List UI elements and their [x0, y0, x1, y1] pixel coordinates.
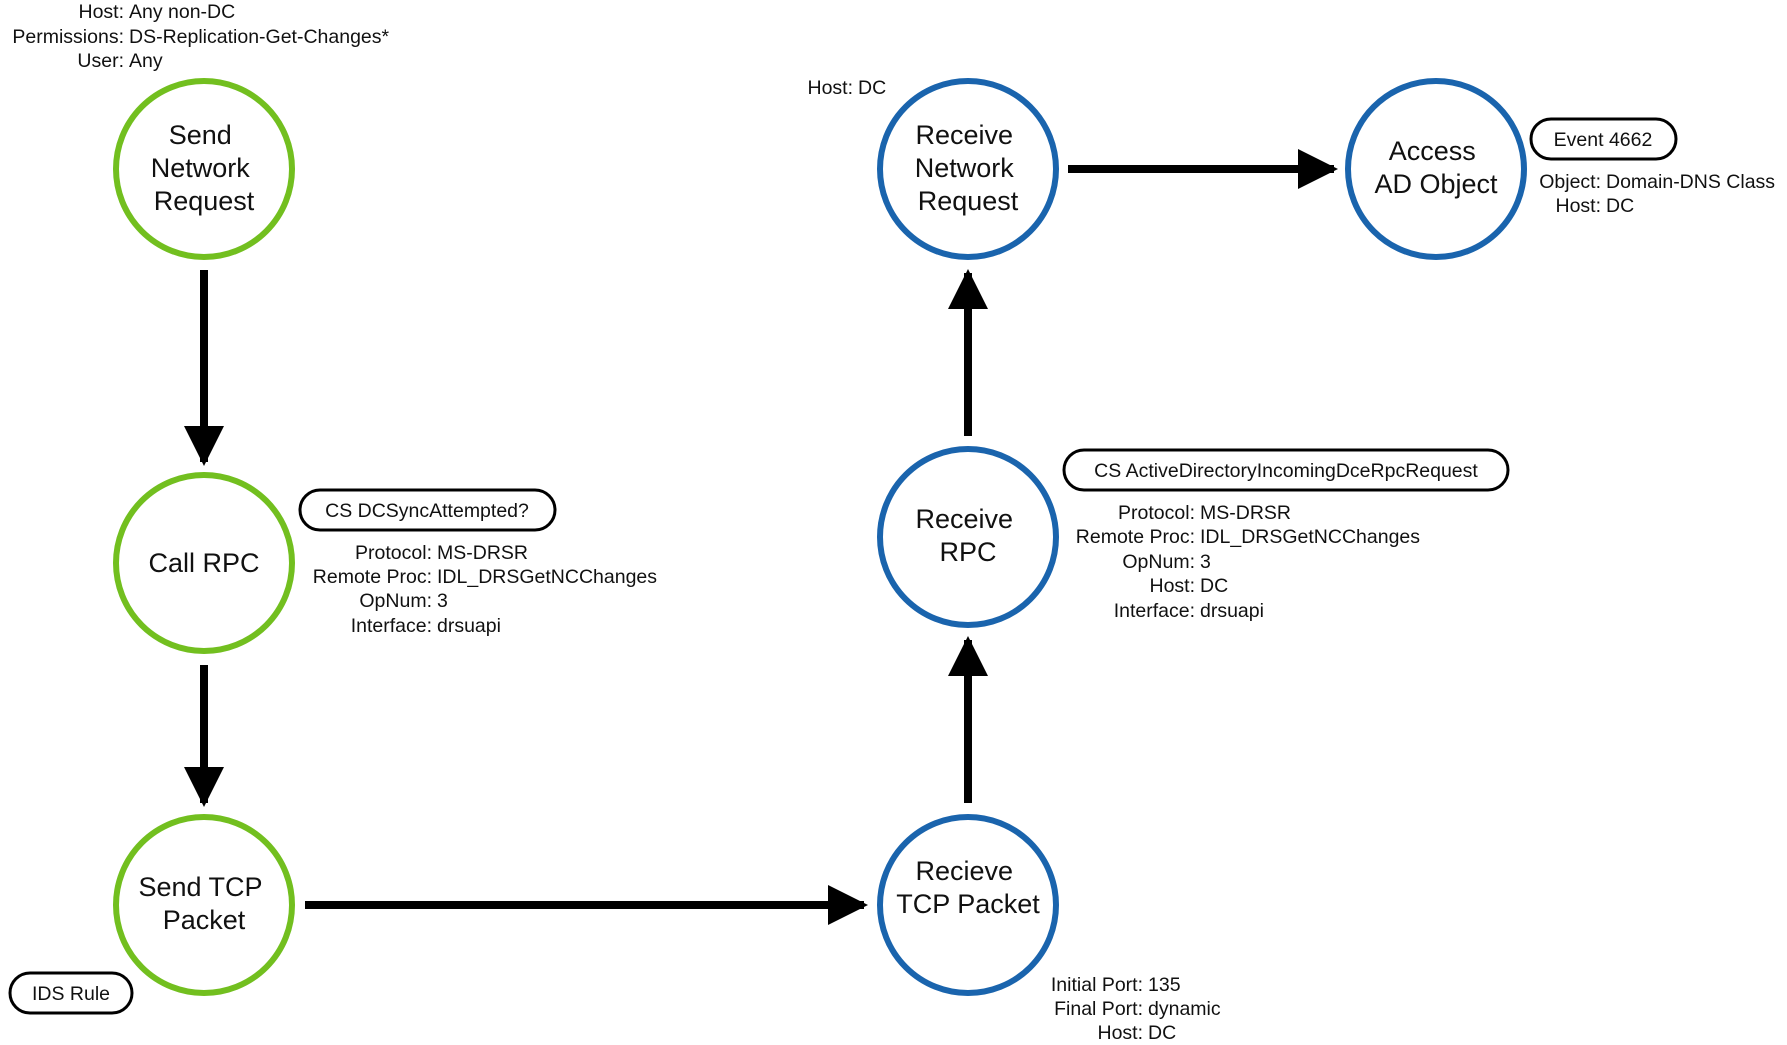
- annotation-value: Domain-DNS Class: [1606, 171, 1775, 193]
- node-label-line: Recieve: [915, 856, 1013, 886]
- tag-text: CS ActiveDirectoryIncomingDceRpcRequest: [1094, 460, 1478, 482]
- annotation-key: Host:: [807, 77, 853, 99]
- node-label-line: Request: [918, 186, 1019, 216]
- annotation-key: OpNum:: [359, 590, 432, 612]
- annotation-value: DC: [1148, 1022, 1176, 1044]
- annotation-key: Interface:: [1114, 600, 1195, 622]
- tag-text: Event 4662: [1554, 129, 1653, 151]
- annotation-key: Initial Port:: [1051, 974, 1143, 996]
- annotation-key: Permissions:: [12, 26, 124, 48]
- annotation-key: Final Port:: [1054, 998, 1143, 1020]
- annotation-call-rpc: Protocol: MS-DRSR Remote Proc: IDL_DRSGe…: [313, 542, 657, 637]
- tag-text: IDS Rule: [32, 983, 110, 1005]
- tag-event-4662: Event 4662: [1529, 117, 1678, 161]
- node-label-line: Packet: [163, 905, 246, 935]
- annotation-key: Host:: [1555, 195, 1601, 217]
- node-receive-network-request[interactable]: Receive Network Request: [877, 78, 1059, 260]
- node-label-line: Send TCP: [138, 872, 262, 902]
- edges: [184, 149, 1338, 925]
- node-send-tcp-packet[interactable]: Send TCP Packet: [113, 814, 295, 996]
- annotation-value: Any non-DC: [129, 1, 235, 23]
- annotation-value: drsuapi: [1200, 600, 1264, 622]
- tag-cs-activedirectoryincomingdcerpcrequest: CS ActiveDirectoryIncomingDceRpcRequest: [1062, 448, 1510, 492]
- annotation-value: DC: [858, 77, 886, 99]
- tag-cs-dcsyncattempted: CS DCSyncAttempted?: [298, 488, 557, 532]
- annotation-value: DC: [1606, 195, 1634, 217]
- node-receive-rpc[interactable]: Receive RPC: [877, 446, 1059, 628]
- node-label-line: TCP Packet: [896, 889, 1040, 919]
- annotation-key: Protocol:: [355, 542, 432, 564]
- annotation-key: Remote Proc:: [1076, 526, 1195, 548]
- annotation-key: Host:: [1097, 1022, 1143, 1044]
- annotation-key: Interface:: [351, 615, 432, 637]
- node-label-line: Send: [169, 120, 232, 150]
- annotation-key: Remote Proc:: [313, 566, 432, 588]
- annotation-value: 3: [437, 590, 448, 612]
- node-recieve-tcp-packet[interactable]: Recieve TCP Packet: [877, 814, 1059, 996]
- node-label-line: Request: [154, 186, 255, 216]
- annotation-key: OpNum:: [1122, 551, 1195, 573]
- node-label-line: AD Object: [1374, 169, 1498, 199]
- annotation-value: 3: [1200, 551, 1211, 573]
- node-send-network-request[interactable]: Send Network Request: [113, 78, 295, 260]
- annotation-value: DC: [1200, 575, 1228, 597]
- annotation-access-ad-object: Object: Domain-DNS Class Host: DC: [1539, 171, 1775, 217]
- annotation-recieve-tcp-packet: Initial Port: 135 Final Port: dynamic Ho…: [1051, 974, 1221, 1044]
- annotation-key: Object:: [1539, 171, 1601, 193]
- annotation-value: MS-DRSR: [437, 542, 528, 564]
- annotation-key: Host:: [1149, 575, 1195, 597]
- annotation-value: 135: [1148, 974, 1181, 996]
- annotation-value: Any: [129, 50, 163, 72]
- annotation-key: Protocol:: [1118, 502, 1195, 524]
- svg-text:Receive RPC: Receive RPC: [915, 504, 1020, 567]
- svg-text:Call RPC: Call RPC: [148, 548, 259, 578]
- svg-text:Recieve TCP Packet: Recieve TCP Packet: [896, 856, 1040, 919]
- annotation-value: MS-DRSR: [1200, 502, 1291, 524]
- node-call-rpc[interactable]: Call RPC: [113, 472, 295, 654]
- node-label-line: Receive: [915, 120, 1013, 150]
- node-label-line: Call RPC: [148, 548, 259, 578]
- svg-text:Send Network Reque: Send Network Request: [151, 120, 258, 216]
- annotation-send-network-request: Host: Any non-DC Permissions: DS-Replica…: [12, 1, 389, 72]
- node-label-line: Receive: [915, 504, 1013, 534]
- svg-text:Send TCP Packet: Send TCP Packet: [138, 872, 269, 935]
- annotation-receive-network-request: Host: DC: [807, 77, 886, 99]
- node-access-ad-object[interactable]: Access AD Object: [1345, 78, 1527, 260]
- annotation-value: drsuapi: [437, 615, 501, 637]
- annotation-value: dynamic: [1148, 998, 1221, 1020]
- annotation-receive-rpc: Protocol: MS-DRSR Remote Proc: IDL_DRSGe…: [1076, 502, 1420, 622]
- annotation-key: User:: [77, 50, 124, 72]
- node-label-line: Access: [1389, 136, 1476, 166]
- tag-ids-rule: IDS Rule: [8, 971, 134, 1015]
- annotation-value: IDL_DRSGetNCChanges: [1200, 526, 1420, 548]
- node-label-line: RPC: [939, 537, 996, 567]
- tag-text: CS DCSyncAttempted?: [325, 500, 529, 522]
- svg-text:Receive Network Re: Receive Network Request: [915, 120, 1022, 216]
- node-label-line: Network: [915, 153, 1015, 183]
- annotation-value: IDL_DRSGetNCChanges: [437, 566, 657, 588]
- node-label-line: Network: [151, 153, 251, 183]
- annotation-value: DS-Replication-Get-Changes*: [129, 26, 390, 48]
- annotation-key: Host:: [78, 1, 124, 23]
- svg-text:Access AD Object: Access AD Object: [1374, 136, 1498, 199]
